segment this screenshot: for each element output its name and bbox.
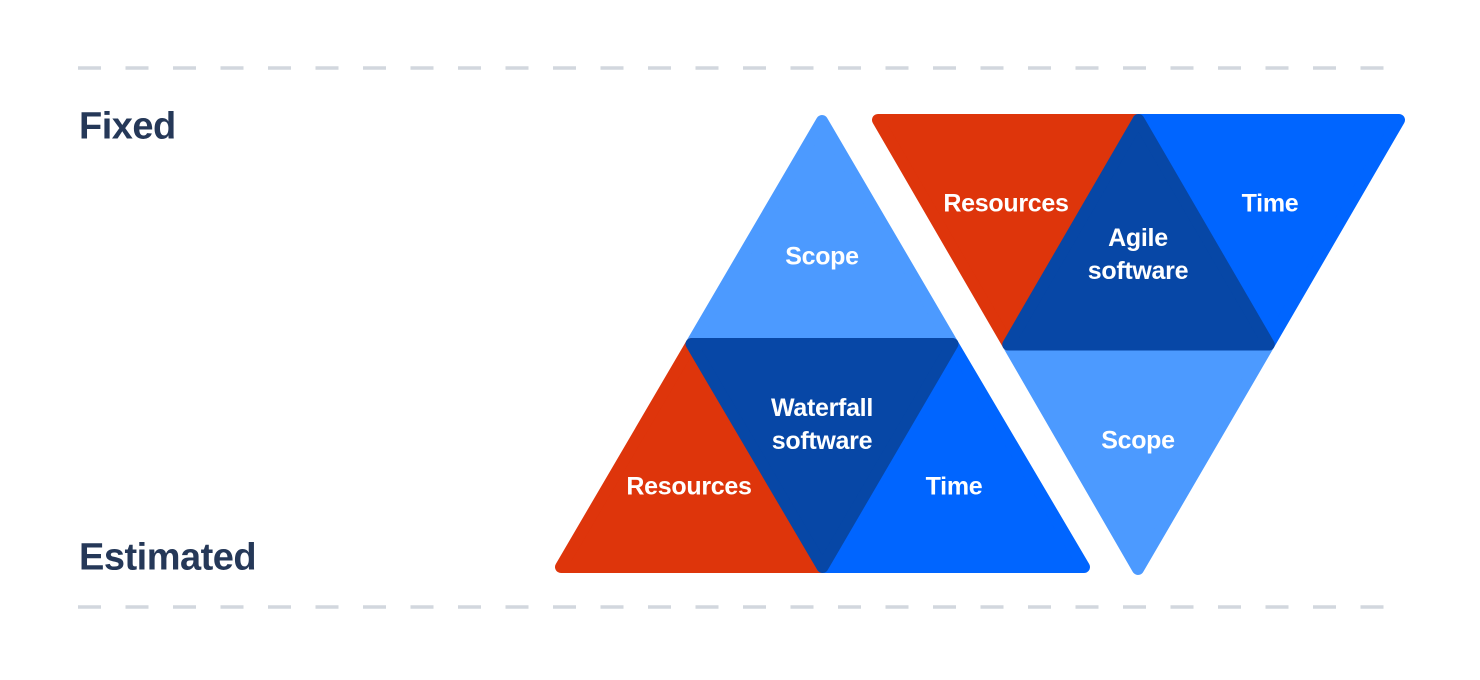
waterfall-center-segment: [685, 338, 959, 573]
waterfall-triangle: [555, 115, 1090, 573]
agile-triangle: [872, 114, 1405, 575]
agile-center-segment: [1002, 114, 1275, 351]
